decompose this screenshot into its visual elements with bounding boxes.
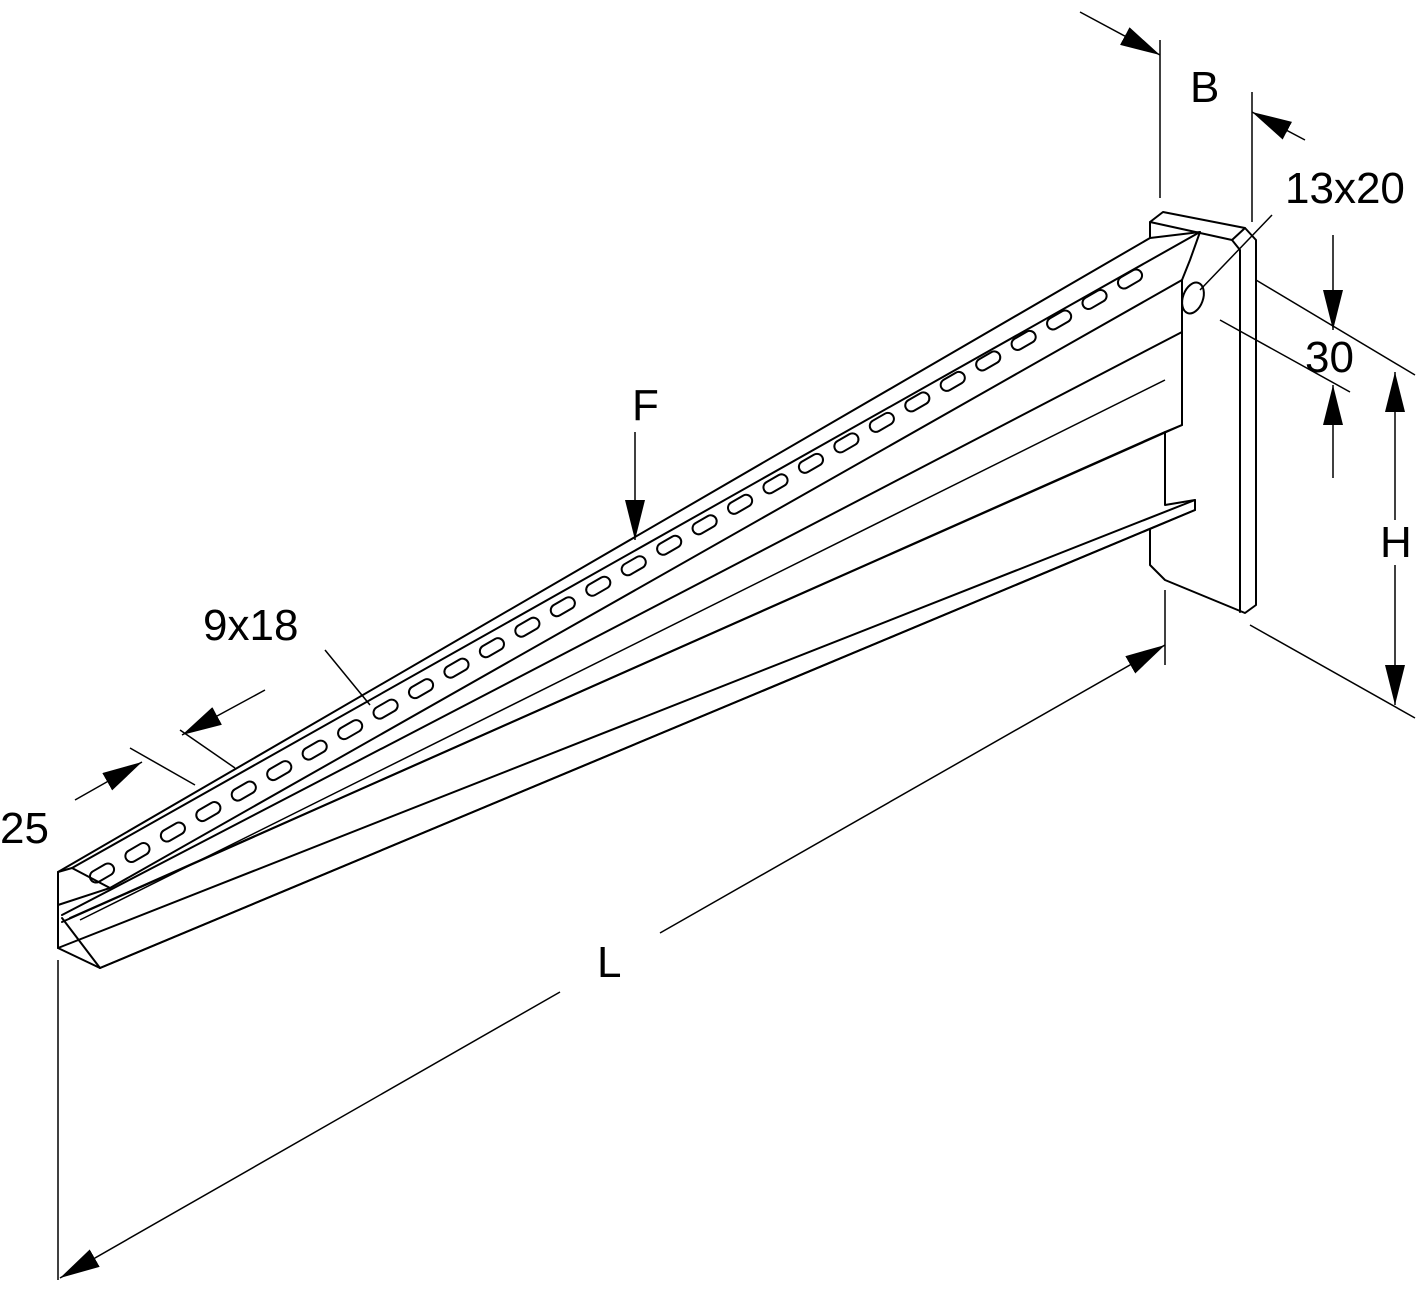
label-25: 25: [0, 804, 49, 853]
arm-slot: [620, 555, 647, 577]
label-9x18: 9x18: [203, 601, 298, 650]
arm-slot: [1046, 309, 1073, 331]
arm-slot: [797, 452, 825, 474]
arm-slot: [691, 514, 718, 536]
arm-slot: [301, 739, 328, 761]
arm-slot: [159, 821, 186, 843]
label-l: L: [597, 938, 621, 987]
label-h: H: [1380, 518, 1412, 567]
arm-slot: [230, 780, 257, 802]
arm-slot: [443, 657, 470, 679]
dimension-arm-slot: 9x18: [203, 601, 371, 706]
label-b: B: [1190, 63, 1219, 112]
arm-slot: [88, 862, 116, 884]
arm-slot: [939, 370, 966, 392]
arm-slot: [833, 432, 860, 454]
arm-slot: [1116, 268, 1144, 290]
arm-slot: [585, 575, 612, 597]
arm-slot: [195, 801, 222, 823]
label-13x20: 13x20: [1285, 164, 1405, 213]
dimension-b: B: [1079, 11, 1306, 222]
bracket-arm: [57, 231, 1201, 969]
arm-slot: [975, 350, 1002, 372]
dimension-25: 25: [0, 689, 266, 853]
arm-slots: [88, 268, 1144, 884]
arm-slot: [337, 719, 364, 741]
load-arrow-f: F: [625, 381, 659, 540]
label-f: F: [632, 381, 659, 430]
arm-slot: [1081, 288, 1108, 310]
wall-slot-hole: [1181, 281, 1205, 315]
arm-slot: [904, 391, 931, 413]
arm-slot: [514, 616, 541, 638]
arm-slot: [549, 596, 576, 618]
arm-slot: [266, 760, 293, 782]
dimension-l: L: [57, 590, 1166, 1280]
arm-slot: [656, 534, 683, 556]
dimension-wall-slot: 13x20: [1199, 164, 1405, 291]
dimension-30: 30: [1219, 235, 1416, 478]
arm-slot: [1010, 329, 1037, 351]
arm-slot: [372, 698, 399, 720]
arm-slot: [868, 411, 895, 433]
dimension-h: H: [1249, 372, 1416, 719]
arm-slot: [478, 637, 505, 659]
label-30: 30: [1305, 333, 1354, 382]
arm-slot: [762, 473, 789, 495]
arm-slot: [407, 678, 435, 700]
arm-slot: [727, 493, 754, 515]
arm-slot: [124, 842, 151, 864]
